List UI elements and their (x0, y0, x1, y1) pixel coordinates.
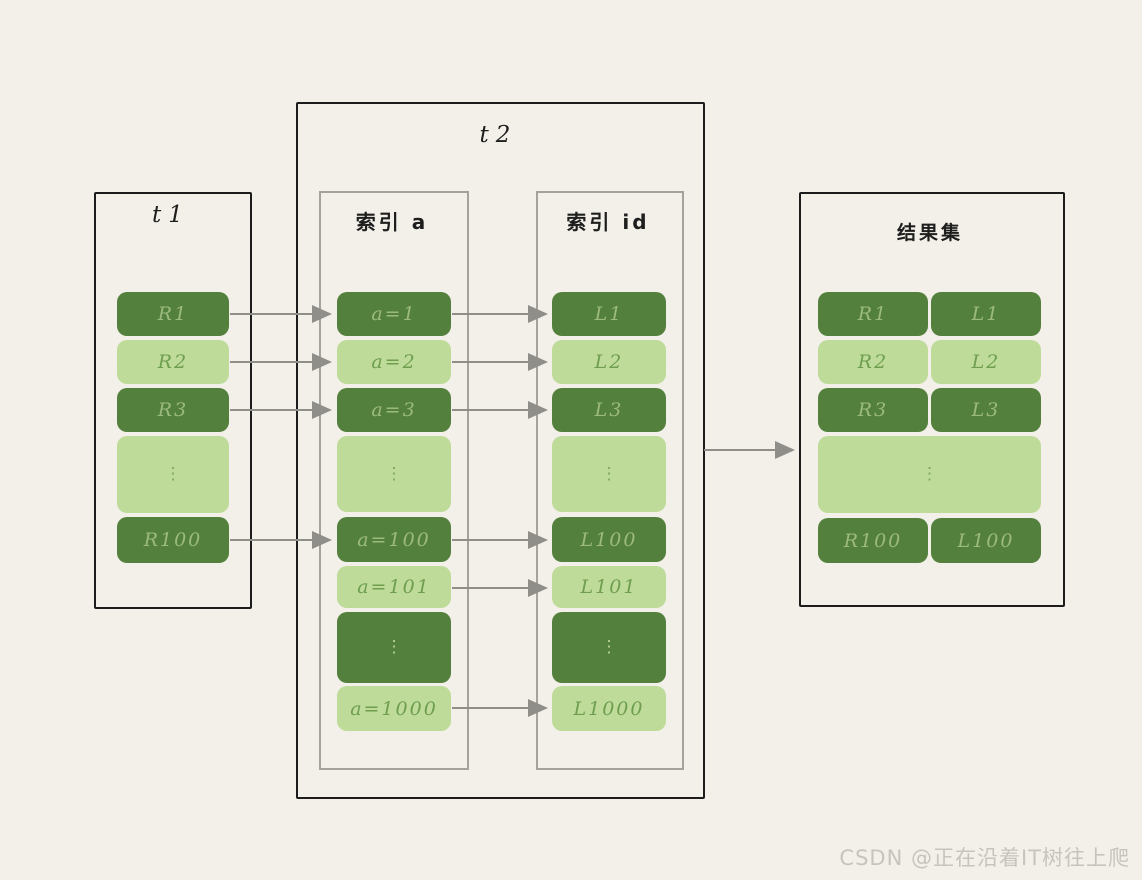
result-row-3-right: L3 (931, 388, 1041, 432)
t1-row-ellipsis: ⋮ (117, 436, 229, 513)
index-id-row-l1: L1 (552, 292, 666, 336)
index-id-title: 索引 id (566, 210, 650, 234)
result-row-2-left: R2 (818, 340, 928, 384)
result-row-100-left: R100 (818, 518, 928, 563)
index-a-row-1: a=1 (337, 292, 451, 336)
index-a-box (319, 191, 469, 770)
index-a-row-ellipsis-2: ⋮ (337, 612, 451, 683)
result-row-3-left: R3 (818, 388, 928, 432)
t1-row-r100: R100 (117, 517, 229, 563)
index-a-row-101: a=101 (337, 566, 451, 608)
t1-row-r3: R3 (117, 388, 229, 432)
result-row-3: R3 L3 (818, 388, 1041, 432)
index-id-box (536, 191, 684, 770)
result-set-title: 结果集 (896, 222, 963, 244)
index-a-title: 索引 a (355, 210, 429, 234)
result-row-2-right: L2 (931, 340, 1041, 384)
csdn-watermark: CSDN @正在沿着IT树往上爬 (839, 846, 1130, 870)
index-id-row-ellipsis-1: ⋮ (552, 436, 666, 512)
index-id-row-l100: L100 (552, 517, 666, 562)
t1-title: t1 (152, 202, 190, 228)
t2-title: t2 (479, 122, 518, 148)
index-a-row-3: a=3 (337, 388, 451, 432)
result-row-ellipsis: ⋮ (818, 436, 1041, 513)
index-a-row-1000: a=1000 (337, 686, 451, 731)
t1-row-r2: R2 (117, 340, 229, 384)
result-row-1-right: L1 (931, 292, 1041, 336)
t1-table-box (94, 192, 252, 609)
result-row-1: R1 L1 (818, 292, 1041, 336)
index-id-row-l2: L2 (552, 340, 666, 384)
result-row-100: R100 L100 (818, 518, 1041, 563)
result-row-100-right: L100 (931, 518, 1041, 563)
result-set-box (799, 192, 1065, 607)
result-row-2: R2 L2 (818, 340, 1041, 384)
index-id-row-l101: L101 (552, 566, 666, 608)
index-a-row-100: a=100 (337, 517, 451, 562)
index-id-row-l1000: L1000 (552, 686, 666, 731)
t1-row-r1: R1 (117, 292, 229, 336)
result-row-1-left: R1 (818, 292, 928, 336)
index-a-row-ellipsis-1: ⋮ (337, 436, 451, 512)
index-a-row-2: a=2 (337, 340, 451, 384)
index-id-row-l3: L3 (552, 388, 666, 432)
index-id-row-ellipsis-2: ⋮ (552, 612, 666, 683)
